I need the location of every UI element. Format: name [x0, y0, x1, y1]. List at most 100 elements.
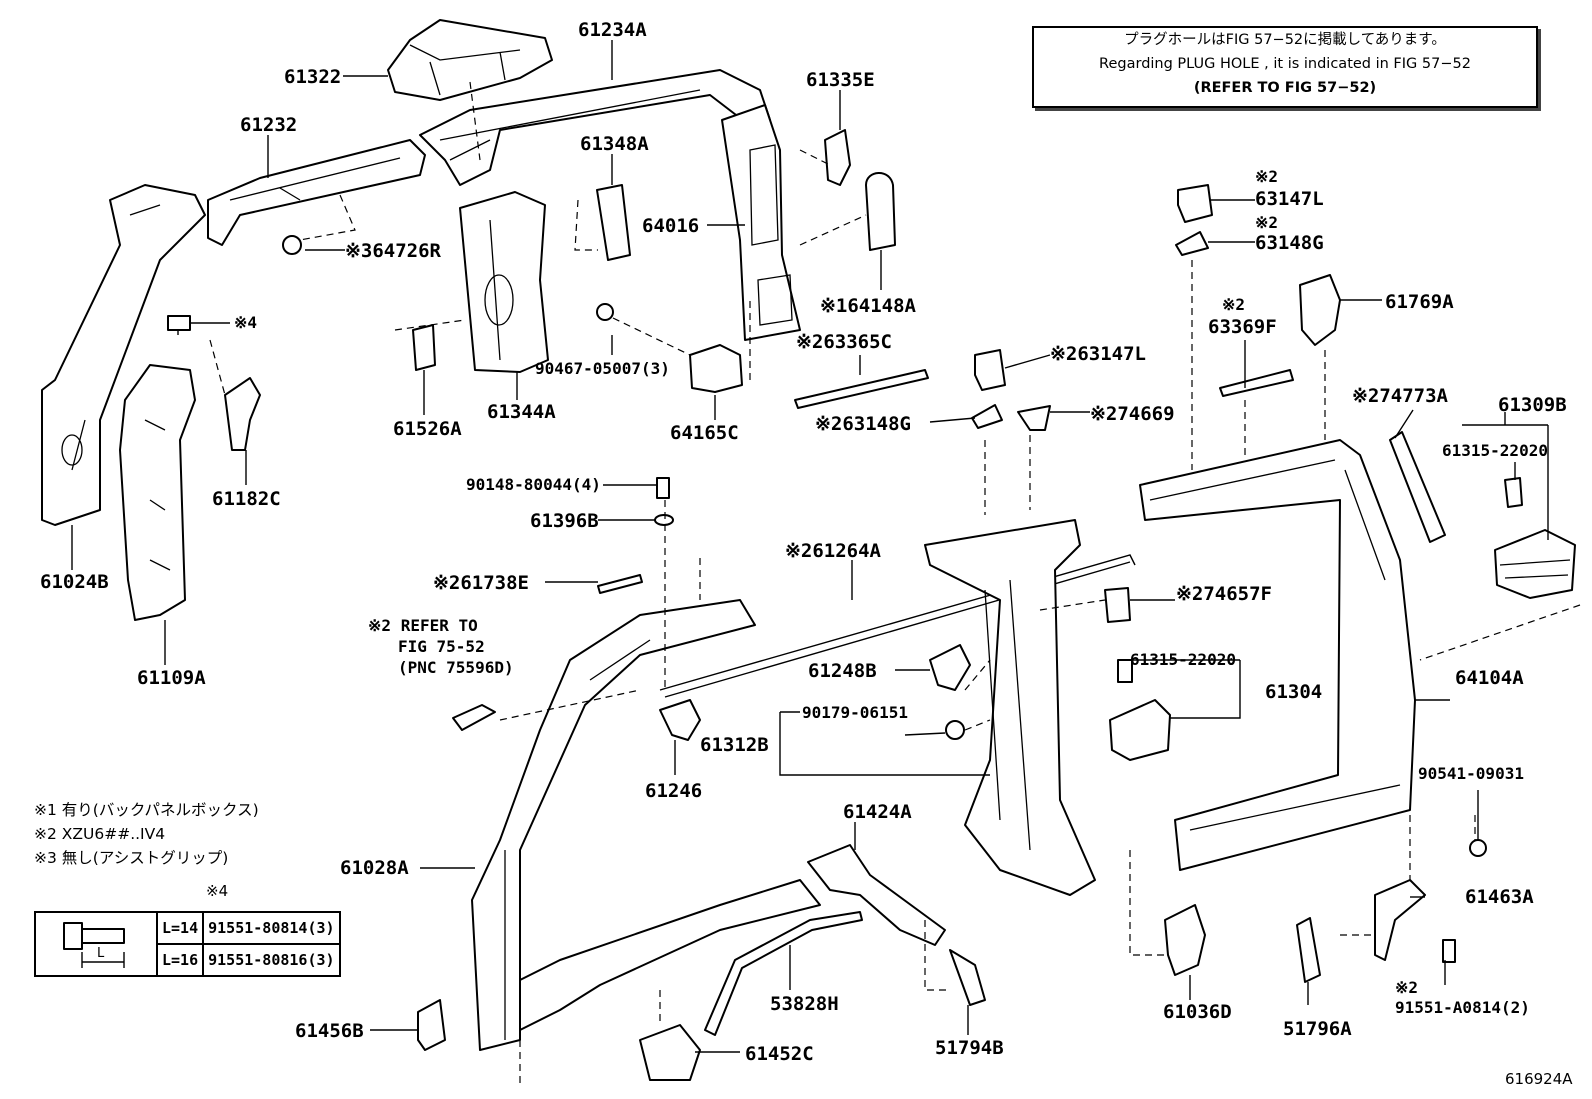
part-64726R [282, 235, 302, 255]
label-61348A: 61348A [580, 133, 649, 155]
part-61348A [596, 184, 631, 261]
part-74773A [1389, 431, 1446, 543]
label-61424A: 61424A [843, 801, 912, 823]
part-91551-A0814 [1442, 939, 1456, 963]
label-mark-63147L-top: ※2 [1255, 167, 1278, 186]
label-63365C: ※263365C [796, 331, 892, 353]
label-61109A: 61109A [137, 667, 206, 689]
label-61315-22020-a: 61315-22020 [1442, 441, 1548, 460]
part-center-pillar-inner [924, 519, 1096, 896]
label-74657F: ※274657F [1176, 583, 1272, 605]
label-64148A: ※164148A [820, 295, 917, 317]
part-63148G-top [1175, 231, 1209, 256]
notice-ref: (REFER TO FIG 57−52) [1193, 80, 1377, 96]
notice-en: Regarding PLUG HOLE , it is indicated in… [1099, 56, 1471, 72]
footnote-1: ※1 有り(バックパネルボックス) [34, 801, 259, 819]
label-61264A: ※261264A [785, 540, 882, 562]
label-61738E: ※261738E [433, 572, 529, 594]
label-63147L-top: 63147L [1255, 188, 1324, 210]
part-61738E [597, 574, 643, 594]
label-61309B: 61309B [1498, 394, 1567, 416]
part-61036D [1164, 904, 1206, 976]
label-61322: 61322 [284, 66, 341, 88]
label-74669: ※274669 [1090, 403, 1175, 425]
label-61304: 61304 [1265, 681, 1322, 703]
bolt-part-number: 91551-80814(3) [202, 911, 341, 945]
label-90179-06151: 90179-06151 [802, 703, 908, 722]
label-90148-80044: 90148-80044(4) [466, 475, 601, 494]
label-mark-63369F: ※2 [1222, 295, 1245, 314]
label-61234A: 61234A [578, 19, 647, 41]
label-61335E: 61335E [806, 69, 875, 91]
label-61248B: 61248B [808, 660, 877, 682]
label-61769A: 61769A [1385, 291, 1454, 313]
part-61028A [471, 599, 821, 1051]
label-91551-A0814: 91551-A0814(2) [1395, 998, 1530, 1017]
part-61024B [41, 184, 206, 526]
label-61028A: 61028A [340, 857, 409, 879]
label-mark4: ※4 [234, 313, 257, 332]
label-61396B: 61396B [530, 510, 599, 532]
refer-note-line2: FIG 75-52 [398, 637, 485, 656]
label-61232: 61232 [240, 114, 297, 136]
label-64016: 64016 [642, 215, 699, 237]
bolt-image-cell [34, 911, 158, 977]
label-mark-63148G-top: ※2 [1255, 213, 1278, 232]
part-51794B [949, 949, 986, 1006]
part-63147L-mid [974, 349, 1006, 391]
part-63369F [1219, 369, 1294, 397]
part-61452C [639, 1024, 701, 1081]
label-64726R: ※364726R [345, 240, 442, 262]
label-63148G-top: 63148G [1255, 232, 1324, 254]
bolt-table-mark: ※4 [206, 882, 229, 900]
part-53828H [704, 911, 863, 1036]
part-74657F [1104, 587, 1131, 623]
part-61182C [224, 377, 261, 451]
part-61248B [929, 644, 971, 691]
part-75596D-seal [452, 704, 496, 731]
label-74773A: ※274773A [1352, 385, 1449, 407]
label-61024B: 61024B [40, 571, 109, 593]
label-53828H: 53828H [770, 993, 839, 1015]
bolt-table: L=14 91551-80814(3) L=16 91551-80816(3) [34, 911, 341, 977]
part-61344A [459, 191, 549, 373]
leader-lines [71, 40, 1549, 1053]
label-61036D: 61036D [1163, 1001, 1232, 1023]
label-61246: 61246 [645, 780, 702, 802]
label-61463A: 61463A [1465, 886, 1534, 908]
part-63147L-top [1177, 184, 1213, 223]
label-63148G-mid: ※263148G [815, 413, 911, 435]
label-61312B: 61312B [700, 734, 769, 756]
part-61246 [659, 699, 701, 741]
bolt-length: L=16 [155, 943, 205, 977]
part-90179-06151 [945, 720, 965, 740]
part-64016 [721, 104, 801, 341]
part-61769A [1299, 274, 1341, 346]
bolt-length: L=14 [155, 911, 205, 945]
bolt-row: L=14 91551-80814(3) [34, 911, 341, 977]
label-mark-91551: ※2 [1395, 978, 1418, 997]
footnote-2: ※2 XZU6##..IV4 [34, 825, 166, 843]
label-61344A: 61344A [487, 401, 556, 423]
part-51796A [1296, 917, 1321, 983]
label-64165C: 64165C [670, 422, 739, 444]
label-61182C: 61182C [212, 488, 281, 510]
part-61232 [207, 139, 426, 246]
label-51794B: 51794B [935, 1037, 1004, 1059]
part-63148G-mid [971, 404, 1003, 429]
plug-hole-notice: プラグホールはFIG 57−52に掲載してあります。 Regarding PLU… [1032, 26, 1538, 108]
part-61304 [1109, 659, 1171, 761]
part-61526A [412, 324, 436, 371]
label-51796A: 51796A [1283, 1018, 1352, 1040]
label-61315-22020-b: 61315-22020 [1130, 650, 1236, 669]
part-90148-80044 [656, 477, 670, 499]
bolt-part-number: 91551-80816(3) [202, 943, 341, 977]
label-61456B: 61456B [295, 1020, 364, 1042]
label-63147L-mid: ※263147L [1050, 343, 1146, 365]
part-bolt-mark4 [167, 315, 191, 335]
label-90541-09031: 90541-09031 [1418, 764, 1524, 783]
label-63369F: 63369F [1208, 316, 1277, 338]
part-64104A [1139, 439, 1416, 871]
part-61322 [387, 19, 553, 101]
